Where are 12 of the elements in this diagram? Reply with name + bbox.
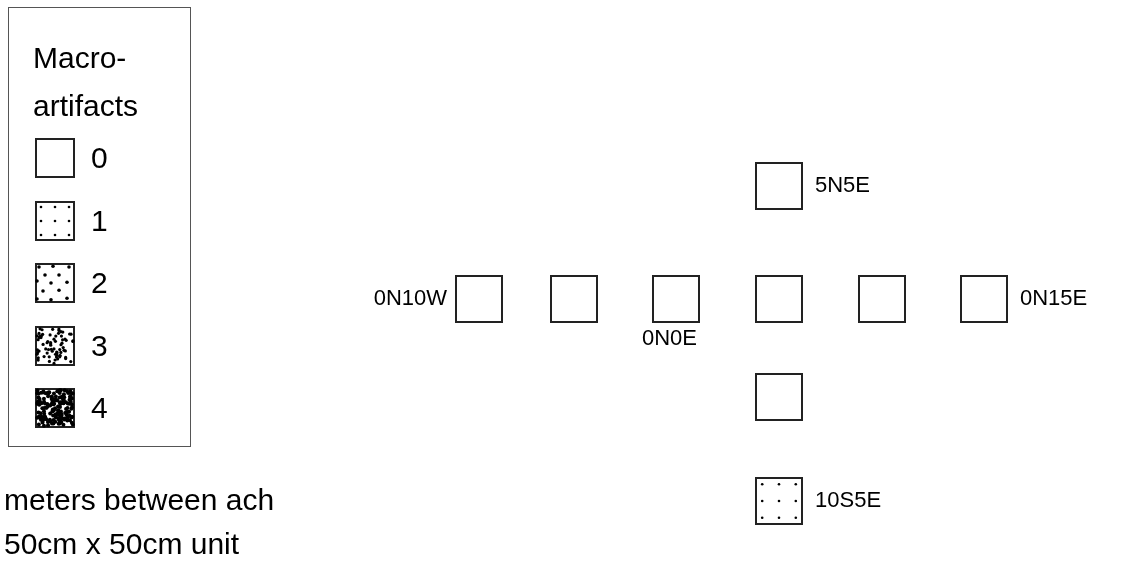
unit-label: 10S5E bbox=[815, 487, 882, 513]
legend-heading: Macro- artifacts bbox=[33, 40, 140, 124]
unit-label: 0N15E bbox=[1020, 285, 1088, 311]
note-text: meters between ach 50cm x 50cm unit bbox=[4, 482, 276, 562]
legend-text: 0 bbox=[91, 140, 108, 176]
unit-label: 0N0E bbox=[642, 325, 698, 351]
legend-text: 3 bbox=[91, 327, 108, 364]
legend-text: 4 bbox=[91, 390, 108, 426]
legend-text: 1 bbox=[91, 202, 108, 239]
unit-label: 5N5E bbox=[815, 172, 871, 198]
legend-text: 2 bbox=[91, 265, 108, 301]
unit-label: 0N10W bbox=[373, 285, 447, 311]
